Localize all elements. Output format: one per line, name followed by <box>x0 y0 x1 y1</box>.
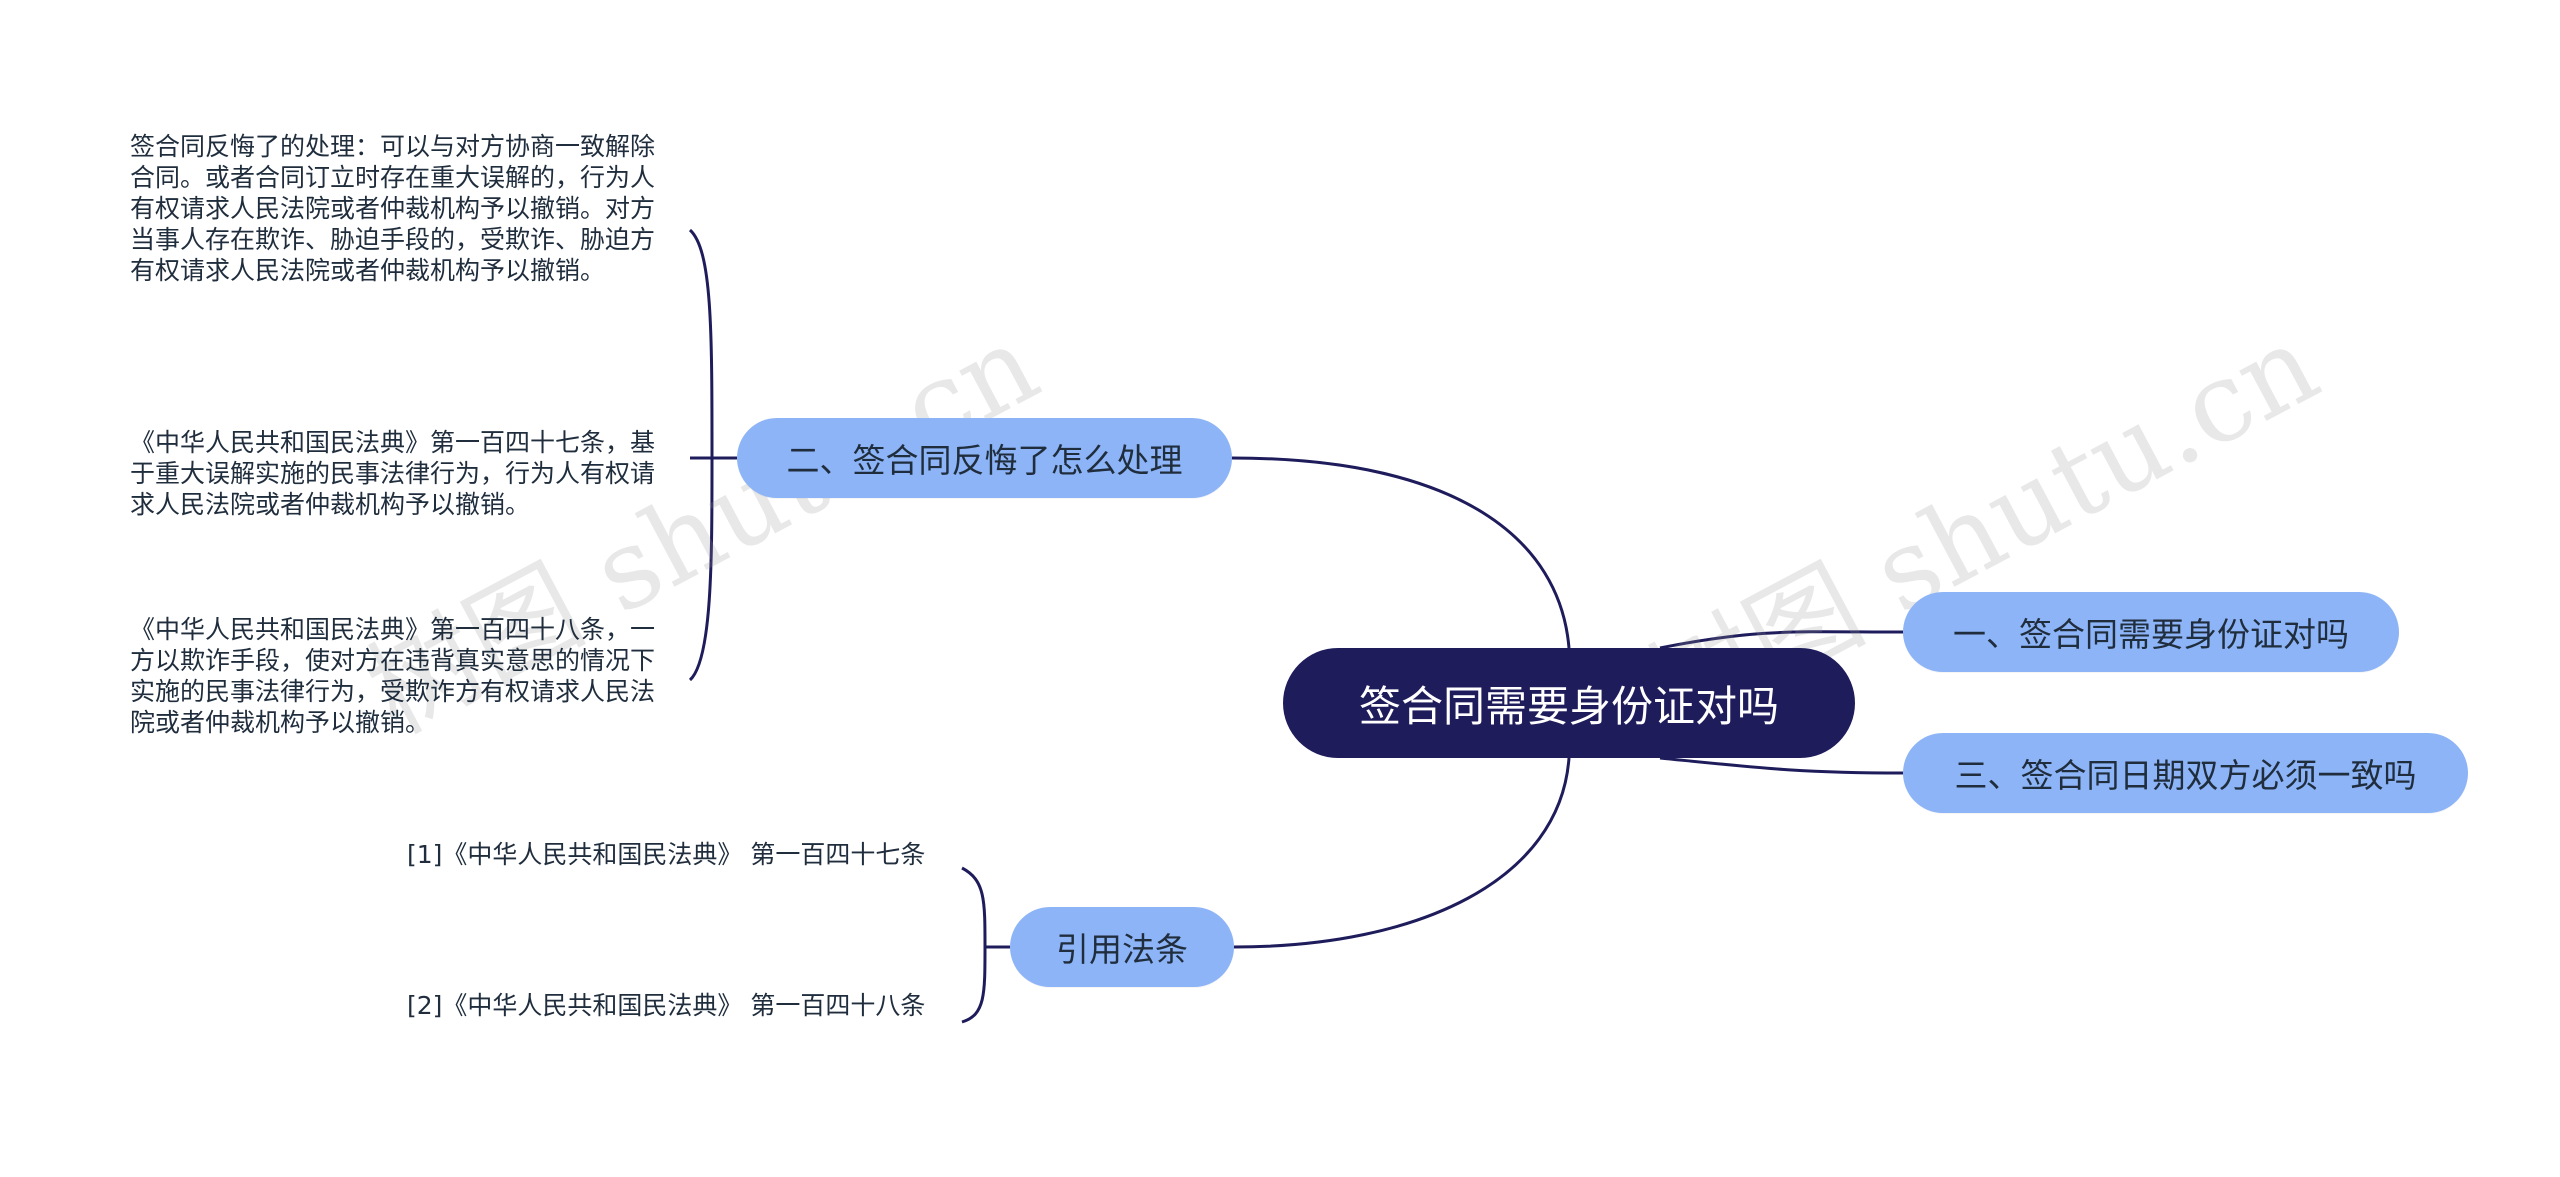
link-center-tr <box>1233 757 1571 949</box>
leaf-ref-1[interactable]: [1]《中华人民共和国民法典》 第一百四十七条 <box>407 840 926 869</box>
bracket-ref <box>961 866 1010 1024</box>
topic-date-consistency[interactable]: 三、签合同日期双方必须一致吗 <box>1903 733 2468 813</box>
topic-regret-handling[interactable]: 二、签合同反悔了怎么处理 <box>737 418 1232 498</box>
leaf-article-148[interactable]: 《中华人民共和国民法典》第一百四十八条，一方以欺诈手段，使对方在违背真实意思的情… <box>130 615 656 737</box>
central-topic[interactable]: 签合同需要身份证对吗 <box>1283 648 1855 758</box>
topic-cited-laws[interactable]: 引用法条 <box>1010 907 1234 987</box>
bracket-t2 <box>688 228 737 682</box>
leaf-regret-handling-text[interactable]: 签合同反悔了的处理：可以与对方协商一致解除合同。或者合同订立时存在重大误解的，行… <box>130 132 656 285</box>
link-center-t3 <box>1659 756 1904 775</box>
leaf-article-147[interactable]: 《中华人民共和国民法典》第一百四十七条，基于重大误解实施的民事法律行为，行为人有… <box>130 428 656 519</box>
topic-id-card[interactable]: 一、签合同需要身份证对吗 <box>1903 592 2399 672</box>
leaf-ref-2[interactable]: [2]《中华人民共和国民法典》 第一百四十八条 <box>407 991 926 1020</box>
link-center-t2 <box>1231 456 1571 649</box>
link-center-t1 <box>1659 630 1904 650</box>
